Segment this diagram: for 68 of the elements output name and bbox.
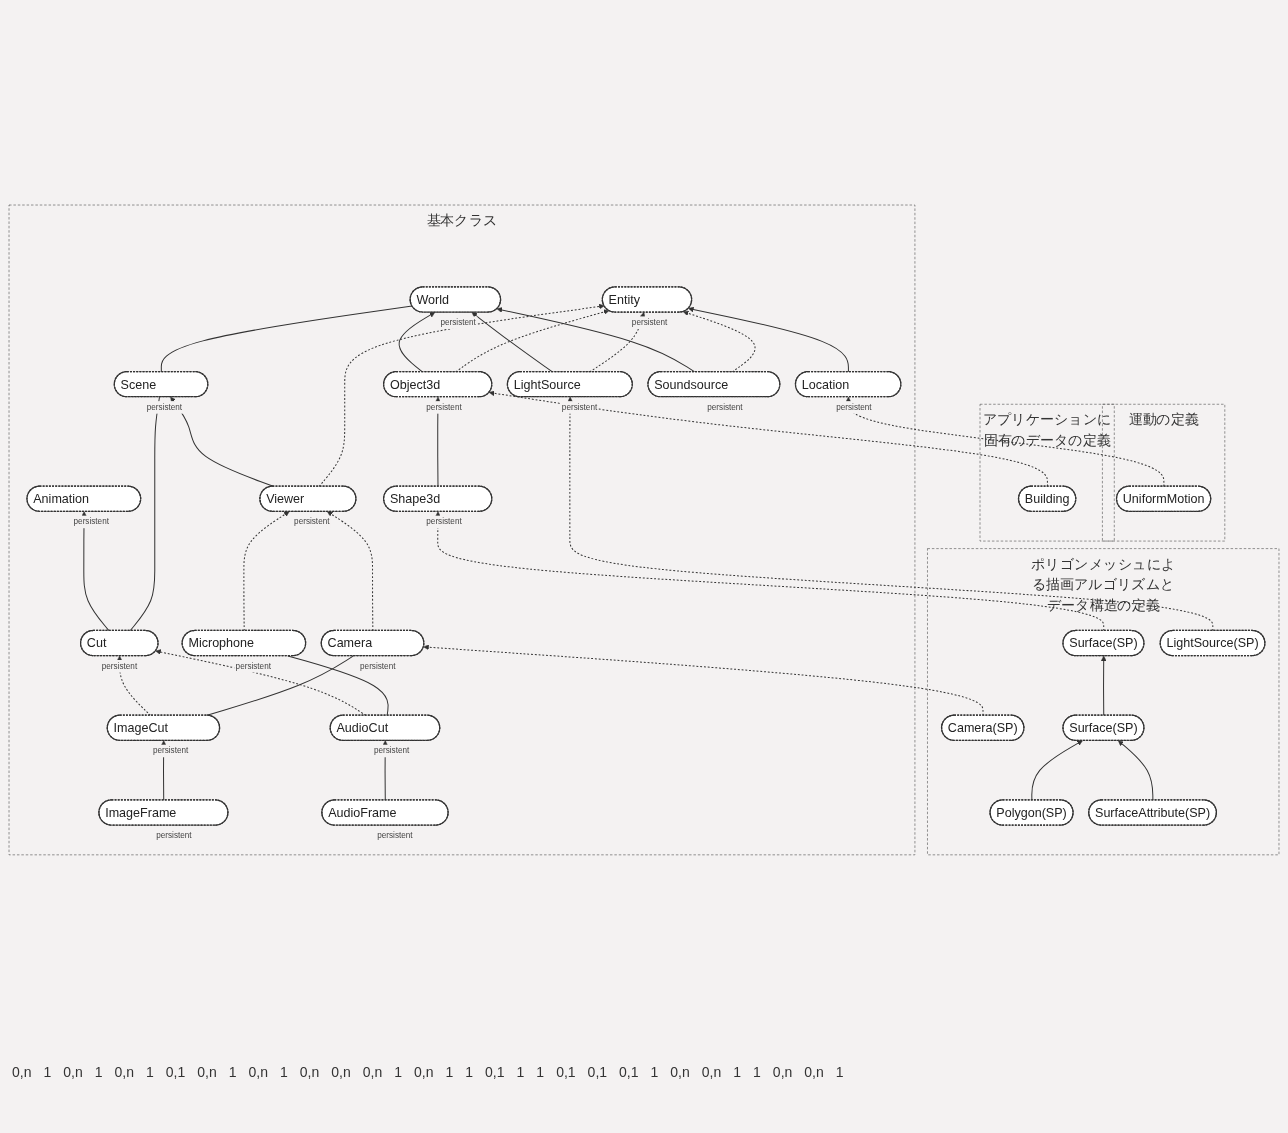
arrow <box>435 396 441 488</box>
multiplicity-label: 1 <box>228 1064 237 1080</box>
multiplicity-label: 0,1 <box>485 1064 505 1080</box>
multiplicity-label: 0,n <box>362 1064 383 1080</box>
arrow <box>423 644 984 717</box>
node-label: persistent <box>73 516 109 527</box>
multiplicity-label: 0,n <box>248 1064 268 1080</box>
arrow <box>1118 740 1154 801</box>
arrow <box>318 303 605 488</box>
multiplicity-label: 0,n <box>63 1064 83 1080</box>
multiplicity-label: 0,n <box>197 1064 217 1080</box>
multiplicity-label: 0,1 <box>556 1064 576 1080</box>
multiplicity-label: 0,n <box>331 1064 351 1080</box>
arrow <box>496 307 696 373</box>
multiplicity-label: 0,n <box>772 1064 793 1080</box>
node-label: persistent <box>836 402 872 412</box>
node-label: persistent <box>426 402 462 412</box>
node-label: persistent <box>294 516 330 527</box>
multiplicity-label: 0,n <box>414 1064 434 1080</box>
multiplicity-label: 1 <box>465 1064 474 1080</box>
node-label: persistent <box>426 516 462 527</box>
node-label: persistent <box>707 402 743 412</box>
arrow <box>589 312 646 373</box>
multiplicity-label: 0,n <box>701 1064 722 1080</box>
node-label: persistent <box>146 402 183 412</box>
multiplicity-label: 0,1 <box>587 1064 608 1080</box>
arrow <box>683 310 756 373</box>
arrow <box>845 396 1165 488</box>
arrow <box>116 655 152 717</box>
node-label: persistent <box>156 830 192 841</box>
multiplicity-label: 1 <box>43 1064 52 1080</box>
arrow <box>455 309 610 373</box>
multiplicity-label: 1 <box>536 1064 545 1080</box>
connector <box>129 396 160 632</box>
multiplicity-label: 1 <box>445 1064 454 1080</box>
multiplicity-label: 0,n <box>670 1064 690 1080</box>
multiplicity-label: 0,n <box>114 1064 134 1080</box>
node-label: persistent <box>101 661 138 671</box>
node-label: persistent <box>360 661 396 671</box>
multiplicity-label: 1 <box>280 1064 288 1080</box>
node-label: persistent <box>152 746 189 756</box>
multiplicity-label: 0,1 <box>165 1064 186 1080</box>
multiplicity-label: 1 <box>733 1064 742 1080</box>
multiplicity-label: 0,n <box>12 1064 32 1080</box>
multiplicity-label: 1 <box>835 1064 844 1080</box>
multiplicity-label: 1 <box>94 1064 103 1080</box>
multiplicity-label: 0,n <box>804 1064 824 1080</box>
node-label: persistent <box>561 402 598 412</box>
connector <box>287 655 389 717</box>
arrow <box>1031 740 1083 801</box>
arrow <box>471 312 553 373</box>
arrow <box>488 390 1048 488</box>
multiplicity-label: 1 <box>753 1064 761 1080</box>
multiplicity-label: 1 <box>146 1064 154 1080</box>
multiplicity-label: 1 <box>650 1064 659 1080</box>
multiplicity-label: 0,1 <box>619 1064 639 1080</box>
multiplicity-label: 1 <box>394 1064 402 1080</box>
node-label: persistent <box>631 317 668 328</box>
node-label: persistent <box>377 830 413 841</box>
node-label: persistent <box>373 746 410 756</box>
node-label: persistent <box>440 317 476 328</box>
multiplicity-label: 1 <box>516 1064 525 1080</box>
arrow <box>81 511 110 632</box>
arrow <box>1100 655 1107 717</box>
arrow <box>398 312 436 373</box>
arrow <box>688 306 849 373</box>
node-label: persistent <box>235 661 271 671</box>
multiplicity-label: 0,n <box>299 1064 320 1080</box>
